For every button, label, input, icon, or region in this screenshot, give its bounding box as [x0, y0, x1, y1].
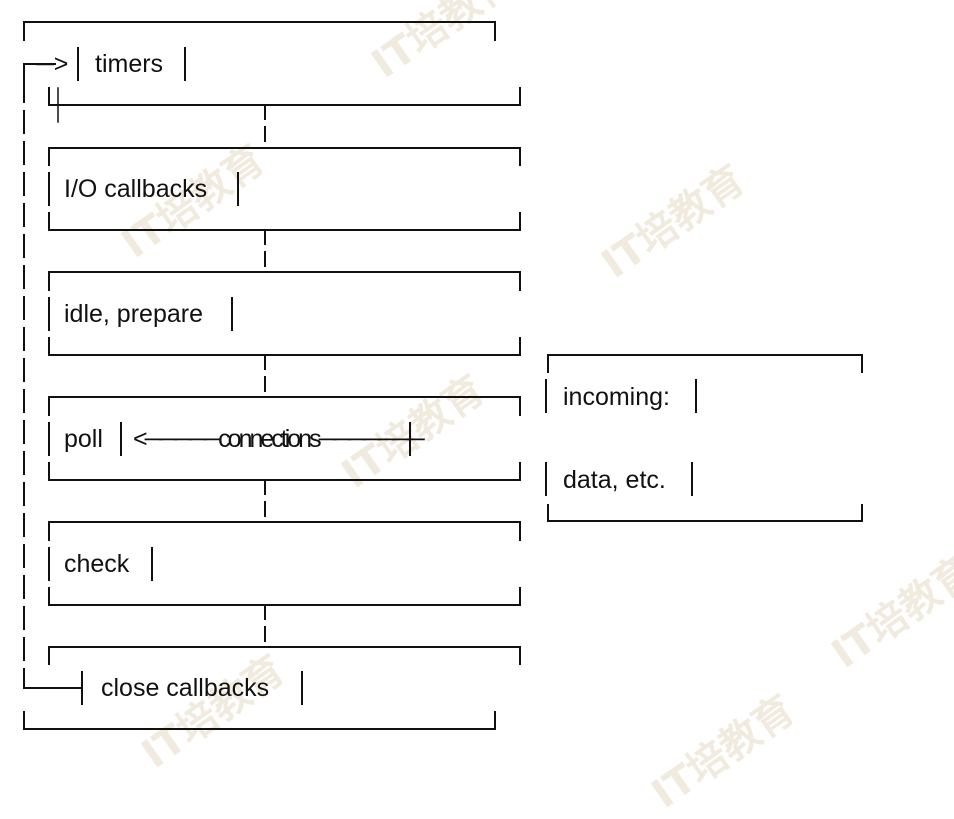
poll-box-bottom	[48, 462, 521, 481]
incoming-data-label: data, etc.	[563, 466, 666, 494]
incoming-box-top	[547, 354, 863, 373]
entry-arrow-corner	[23, 63, 56, 81]
incoming-box-bottom	[547, 504, 863, 522]
timers-bottom	[48, 87, 521, 106]
check-box-bottom	[48, 587, 521, 606]
phase-label-check: check	[64, 550, 130, 578]
outer-loop-bottom	[23, 711, 496, 730]
io-box-bottom	[48, 212, 521, 231]
idle-box-top	[48, 271, 521, 291]
return-arrow-corner	[23, 679, 83, 689]
check-box-top	[48, 521, 521, 541]
event-loop-diagram	[23, 21, 863, 730]
entry-arrow: ─>	[36, 50, 69, 78]
phase-label-poll: poll	[64, 425, 103, 453]
connections-arrow: <─────connections───────	[133, 425, 425, 453]
incoming-label: incoming:	[563, 383, 670, 411]
phase-label-idle-prepare: idle, prepare	[64, 300, 203, 328]
phase-label-timers: timers	[95, 50, 164, 78]
phase-label-close-callbacks: close callbacks	[101, 674, 270, 702]
poll-box-top	[48, 396, 521, 416]
phase-label-io-callbacks: I/O callbacks	[64, 175, 208, 203]
close-box-top	[48, 646, 521, 665]
io-box-top	[48, 147, 521, 166]
idle-box-bottom	[48, 337, 521, 356]
outer-loop-top	[23, 21, 496, 41]
